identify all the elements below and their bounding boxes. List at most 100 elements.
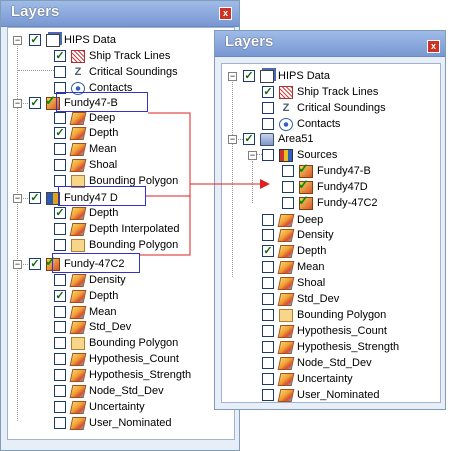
layer-checkbox[interactable] xyxy=(54,143,66,155)
layer-label[interactable]: Fundy47-B xyxy=(317,165,371,177)
layer-label[interactable]: Std_Dev xyxy=(89,321,132,333)
layer-label[interactable]: Deep xyxy=(297,214,324,226)
layer-checkbox[interactable] xyxy=(54,223,66,235)
layer-checkbox[interactable] xyxy=(54,112,66,124)
layer-checkbox[interactable] xyxy=(262,277,274,289)
layer-label[interactable]: HIPS Data xyxy=(278,70,330,82)
collapse-toggle-icon[interactable]: − xyxy=(248,150,257,160)
layer-label[interactable]: Depth xyxy=(89,207,119,219)
layer-checkbox[interactable] xyxy=(262,325,274,337)
collapse-toggle-icon[interactable]: − xyxy=(13,98,22,108)
layer-label[interactable]: Ship Track Lines xyxy=(297,86,379,98)
layer-label[interactable]: Bounding Polygon xyxy=(89,175,179,187)
layer-label[interactable]: User_Nominated xyxy=(89,417,172,429)
layer-checkbox[interactable]: ✓ xyxy=(29,258,41,270)
layer-checkbox[interactable]: ✓ xyxy=(54,290,66,302)
layer-checkbox[interactable] xyxy=(262,214,274,226)
layer-label[interactable]: Fundy47D xyxy=(317,181,368,193)
layer-label[interactable]: Fundy47-B xyxy=(64,97,118,109)
layer-label[interactable]: Bounding Polygon xyxy=(89,337,179,349)
layer-checkbox[interactable] xyxy=(54,159,66,171)
layer-label[interactable]: Critical Soundings xyxy=(297,102,386,114)
layer-label[interactable]: Contacts xyxy=(89,82,133,94)
layer-checkbox[interactable] xyxy=(262,261,274,273)
layer-checkbox[interactable]: ✓ xyxy=(54,127,66,139)
layer-label[interactable]: Node_Std_Dev xyxy=(297,357,372,369)
layer-label[interactable]: Area51 xyxy=(278,133,314,145)
layer-label[interactable]: Density xyxy=(297,229,334,241)
layer-label[interactable]: Bounding Polygon xyxy=(89,239,179,251)
right-close-button[interactable]: x xyxy=(427,40,440,53)
layer-label[interactable]: Depth Interpolated xyxy=(89,223,180,235)
layer-checkbox[interactable] xyxy=(262,341,274,353)
layer-checkbox[interactable] xyxy=(282,181,294,193)
collapse-toggle-icon[interactable]: − xyxy=(13,259,22,269)
layer-label[interactable]: Depth xyxy=(89,290,119,302)
layer-checkbox[interactable] xyxy=(54,417,66,429)
layer-checkbox[interactable] xyxy=(262,373,274,385)
layer-checkbox[interactable] xyxy=(54,385,66,397)
layer-label[interactable]: Depth xyxy=(89,127,119,139)
layer-checkbox[interactable] xyxy=(262,293,274,305)
layer-checkbox[interactable] xyxy=(54,239,66,251)
layer-checkbox[interactable]: ✓ xyxy=(262,245,274,257)
layer-label[interactable]: Contacts xyxy=(297,118,341,130)
layer-label[interactable]: Uncertainty xyxy=(89,401,145,413)
layer-label[interactable]: Shoal xyxy=(89,159,118,171)
layer-checkbox[interactable] xyxy=(54,321,66,333)
layer-label[interactable]: Mean xyxy=(89,143,117,155)
layer-checkbox[interactable] xyxy=(262,118,274,130)
layer-checkbox[interactable] xyxy=(54,66,66,78)
layer-label[interactable]: Sources xyxy=(297,149,338,161)
layer-label[interactable]: Shoal xyxy=(297,277,326,289)
layer-checkbox[interactable]: ✓ xyxy=(243,133,255,145)
layer-checkbox[interactable] xyxy=(54,401,66,413)
layer-label[interactable]: Critical Soundings xyxy=(89,66,178,78)
layer-checkbox[interactable]: ✓ xyxy=(29,34,41,46)
layer-checkbox[interactable]: ✓ xyxy=(243,70,255,82)
layer-checkbox[interactable]: ✓ xyxy=(262,86,274,98)
layer-checkbox[interactable] xyxy=(282,165,294,177)
layer-checkbox[interactable] xyxy=(262,102,274,114)
layer-checkbox[interactable] xyxy=(282,197,294,209)
layer-checkbox[interactable] xyxy=(262,149,274,161)
layer-label[interactable]: User_Nominated xyxy=(297,389,380,401)
layer-label[interactable]: HIPS Data xyxy=(64,34,116,46)
collapse-toggle-icon[interactable]: − xyxy=(228,71,237,81)
layer-label[interactable]: Node_Std_Dev xyxy=(89,385,164,397)
layer-label[interactable]: Deep xyxy=(89,112,116,124)
layer-label[interactable]: Hypothesis_Strength xyxy=(297,341,400,353)
layer-label[interactable]: Bounding Polygon xyxy=(297,309,387,321)
layer-label[interactable]: Mean xyxy=(297,261,325,273)
layer-checkbox[interactable] xyxy=(54,82,66,94)
layer-checkbox[interactable]: ✓ xyxy=(54,207,66,219)
layer-checkbox[interactable]: ✓ xyxy=(54,50,66,62)
collapse-toggle-icon[interactable]: − xyxy=(13,35,22,45)
layer-label[interactable]: Hypothesis_Count xyxy=(89,353,179,365)
left-close-button[interactable]: x xyxy=(219,7,232,20)
layer-label[interactable]: Std_Dev xyxy=(297,293,340,305)
layer-checkbox[interactable] xyxy=(262,309,274,321)
layer-checkbox[interactable] xyxy=(54,274,66,286)
layer-label[interactable]: Fundy-47C2 xyxy=(64,258,125,270)
layer-label[interactable]: Fundy-47C2 xyxy=(317,197,378,209)
collapse-toggle-icon[interactable]: − xyxy=(13,193,22,203)
layer-label[interactable]: Fundy47 D xyxy=(64,192,118,204)
layer-checkbox[interactable] xyxy=(54,369,66,381)
layer-label[interactable]: Density xyxy=(89,274,126,286)
layer-label[interactable]: Hypothesis_Count xyxy=(297,325,387,337)
layer-label[interactable]: Hypothesis_Strength xyxy=(89,369,192,381)
layer-checkbox[interactable] xyxy=(54,337,66,349)
layer-checkbox[interactable] xyxy=(262,357,274,369)
layer-checkbox[interactable]: ✓ xyxy=(29,192,41,204)
layer-label[interactable]: Ship Track Lines xyxy=(89,50,171,62)
collapse-toggle-icon[interactable]: − xyxy=(228,134,237,144)
layer-label[interactable]: Depth xyxy=(297,245,327,257)
layer-checkbox[interactable]: ✓ xyxy=(29,97,41,109)
layer-checkbox[interactable] xyxy=(54,353,66,365)
layer-checkbox[interactable] xyxy=(262,389,274,401)
layer-checkbox[interactable] xyxy=(54,306,66,318)
layer-label[interactable]: Uncertainty xyxy=(297,373,353,385)
layer-checkbox[interactable] xyxy=(262,229,274,241)
layer-label[interactable]: Mean xyxy=(89,306,117,318)
